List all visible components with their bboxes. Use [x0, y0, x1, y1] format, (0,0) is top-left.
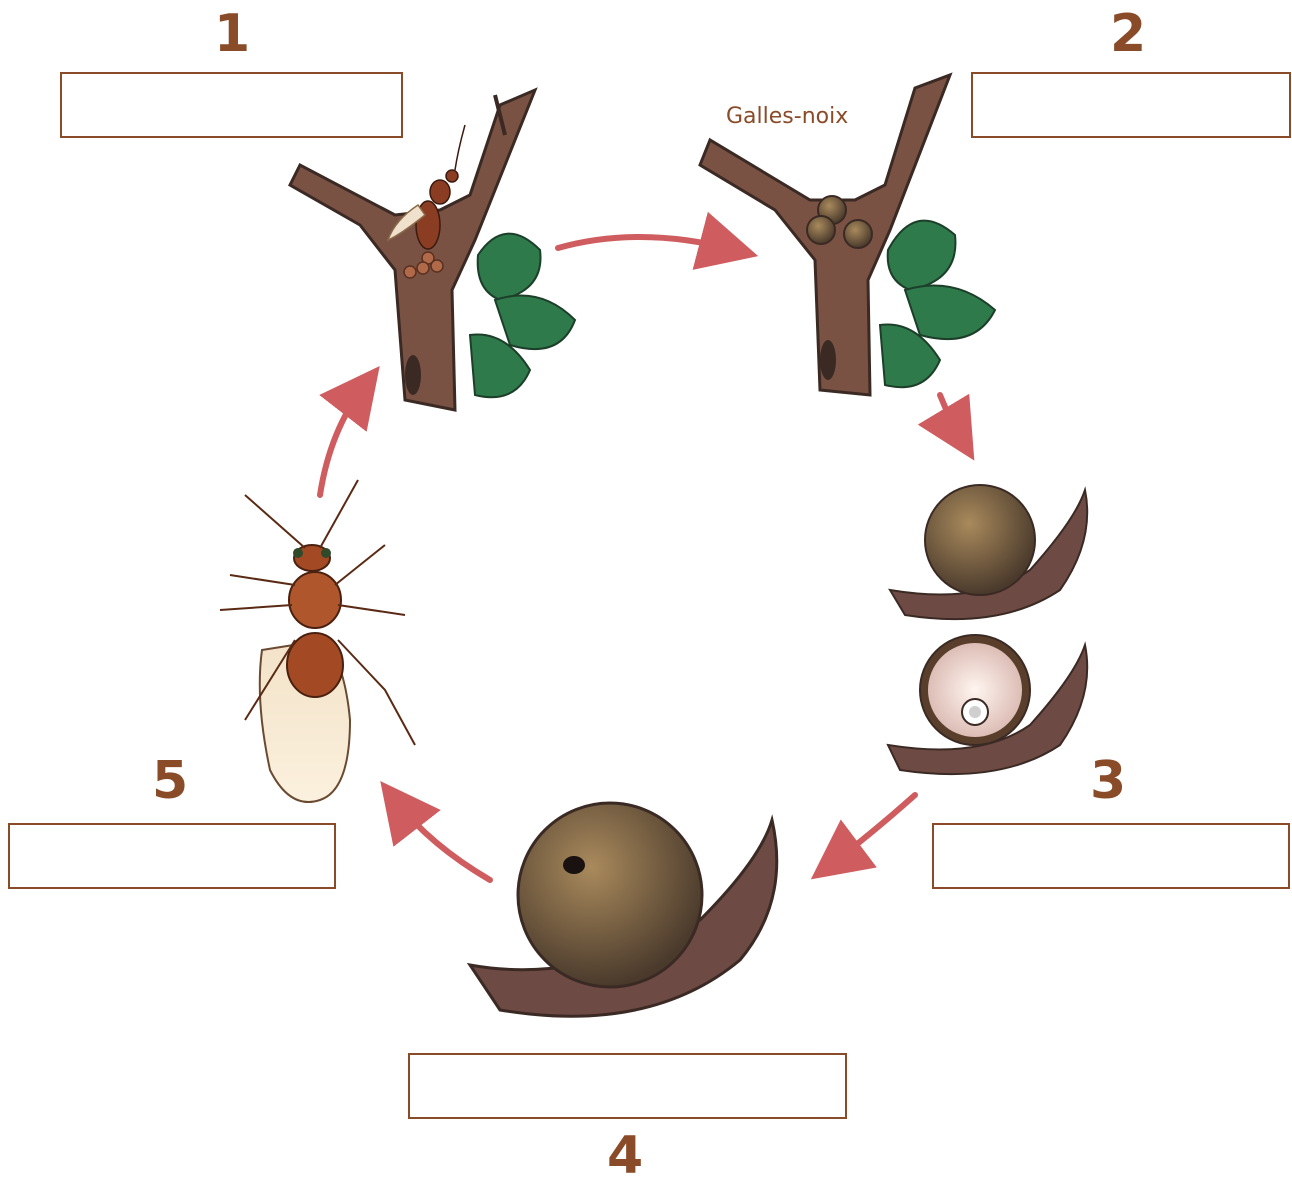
stage-1-answer-box[interactable] — [60, 72, 403, 138]
oak-gall-exit-hole-icon — [470, 803, 777, 1016]
stage-5-answer-box[interactable] — [8, 823, 336, 889]
stage-5-number: 5 — [152, 755, 188, 807]
arrow-3-to-4 — [830, 795, 915, 865]
oak-gall-cut-larva-icon — [888, 635, 1087, 774]
gall-wasp-icon — [220, 480, 415, 802]
stage-4-answer-box[interactable] — [408, 1053, 847, 1119]
arrow-2-to-3 — [940, 395, 962, 440]
arrow-4-to-5 — [395, 800, 490, 880]
stage-1-number: 1 — [214, 8, 250, 60]
arrow-5-to-1 — [320, 385, 365, 495]
stage-2-number: 2 — [1110, 8, 1146, 60]
stage-2-answer-box[interactable] — [971, 72, 1291, 138]
arrow-1-to-2 — [558, 237, 735, 250]
oak-branch-with-wasp-icon — [290, 90, 575, 410]
stage-4-number: 4 — [607, 1130, 643, 1182]
galls-caption: Galles-noix — [726, 104, 848, 129]
stage-3-number: 3 — [1090, 755, 1126, 807]
stage-3-answer-box[interactable] — [932, 823, 1290, 889]
oak-gall-icon — [890, 485, 1087, 619]
